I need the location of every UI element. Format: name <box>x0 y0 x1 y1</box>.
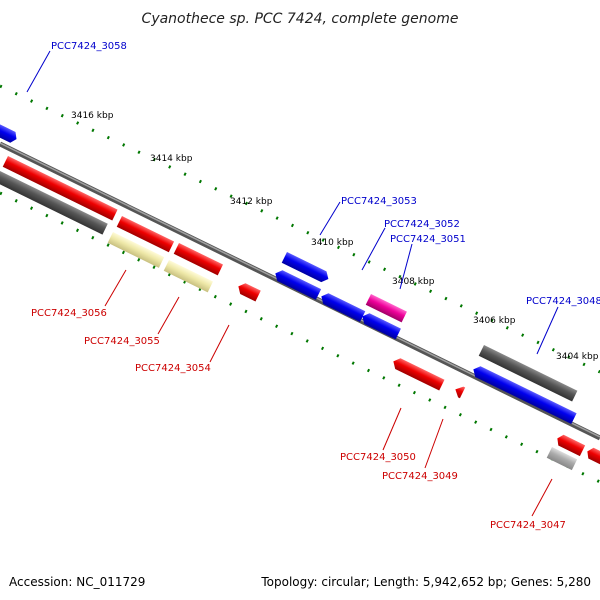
gene-label-3050[interactable]: PCC7424_3050 <box>340 452 416 463</box>
gene-label-3053[interactable]: PCC7424_3053 <box>341 196 417 207</box>
gene-feature-3050[interactable] <box>391 356 445 391</box>
gene-label-3049[interactable]: PCC7424_3049 <box>382 471 458 482</box>
tick-label-3406: 3406 kbp <box>473 316 516 326</box>
gene-labels: PCC7424_3058 PCC7424_3053 PCC7424_3052 P… <box>31 41 600 531</box>
gene-feature-3056-b[interactable] <box>0 171 108 235</box>
tick-label-3412: 3412 kbp <box>230 197 273 207</box>
gene-feature-3053-b[interactable] <box>273 268 322 300</box>
gene-feature-3049[interactable] <box>453 384 466 399</box>
gene-feature-3053[interactable] <box>281 252 331 284</box>
gene-feature-3058[interactable] <box>0 117 19 144</box>
gene-feature-3047-c[interactable] <box>546 447 578 471</box>
gene-feature-3052[interactable] <box>365 294 407 323</box>
gene-feature-3055-c[interactable] <box>163 260 214 293</box>
gene-feature-3048[interactable] <box>478 345 578 402</box>
tick-labels: 3416 kbp 3414 kbp 3412 kbp 3410 kbp 3408… <box>71 111 599 362</box>
gene-label-3048[interactable]: PCC7424_3048 <box>526 296 600 307</box>
label-leaders <box>26 50 559 517</box>
tick-label-3414: 3414 kbp <box>150 154 193 164</box>
tick-label-3416: 3416 kbp <box>71 111 114 121</box>
accession-text: Accession: NC_011729 <box>9 575 145 589</box>
genome-summary-text: Topology: circular; Length: 5,942,652 bp… <box>260 575 591 589</box>
gene-label-3051[interactable]: PCC7424_3051 <box>390 234 466 245</box>
tick-label-3404: 3404 kbp <box>556 352 599 362</box>
gene-feature-3055-b[interactable] <box>107 232 165 268</box>
gene-label-3054[interactable]: PCC7424_3054 <box>135 363 211 374</box>
gene-label-3058[interactable]: PCC7424_3058 <box>51 41 127 52</box>
gene-feature-3056-a[interactable] <box>2 156 118 221</box>
tick-label-3410: 3410 kbp <box>311 238 354 248</box>
gene-label-3052[interactable]: PCC7424_3052 <box>384 219 460 230</box>
gene-feature-3052-b[interactable] <box>319 291 366 323</box>
gene-feature-3051[interactable] <box>360 311 401 340</box>
gene-label-3047[interactable]: PCC7424_3047 <box>490 520 566 531</box>
gene-feature-3047-a[interactable] <box>555 433 586 457</box>
gene-features <box>0 117 600 471</box>
gene-feature-3054-b[interactable] <box>236 281 261 302</box>
gene-feature-3048-b[interactable] <box>471 364 577 425</box>
tick-label-3408: 3408 kbp <box>392 277 435 287</box>
outer-tick-row <box>0 84 600 374</box>
gene-label-3055[interactable]: PCC7424_3055 <box>84 336 160 347</box>
map-title: Cyanothece sp. PCC 7424, complete genome <box>142 11 459 27</box>
gene-feature-3047-b[interactable] <box>585 446 600 470</box>
gene-label-3056[interactable]: PCC7424_3056 <box>31 308 107 319</box>
gene-feature-3054-a[interactable] <box>173 243 224 276</box>
gene-feature-3055-a[interactable] <box>116 216 175 253</box>
